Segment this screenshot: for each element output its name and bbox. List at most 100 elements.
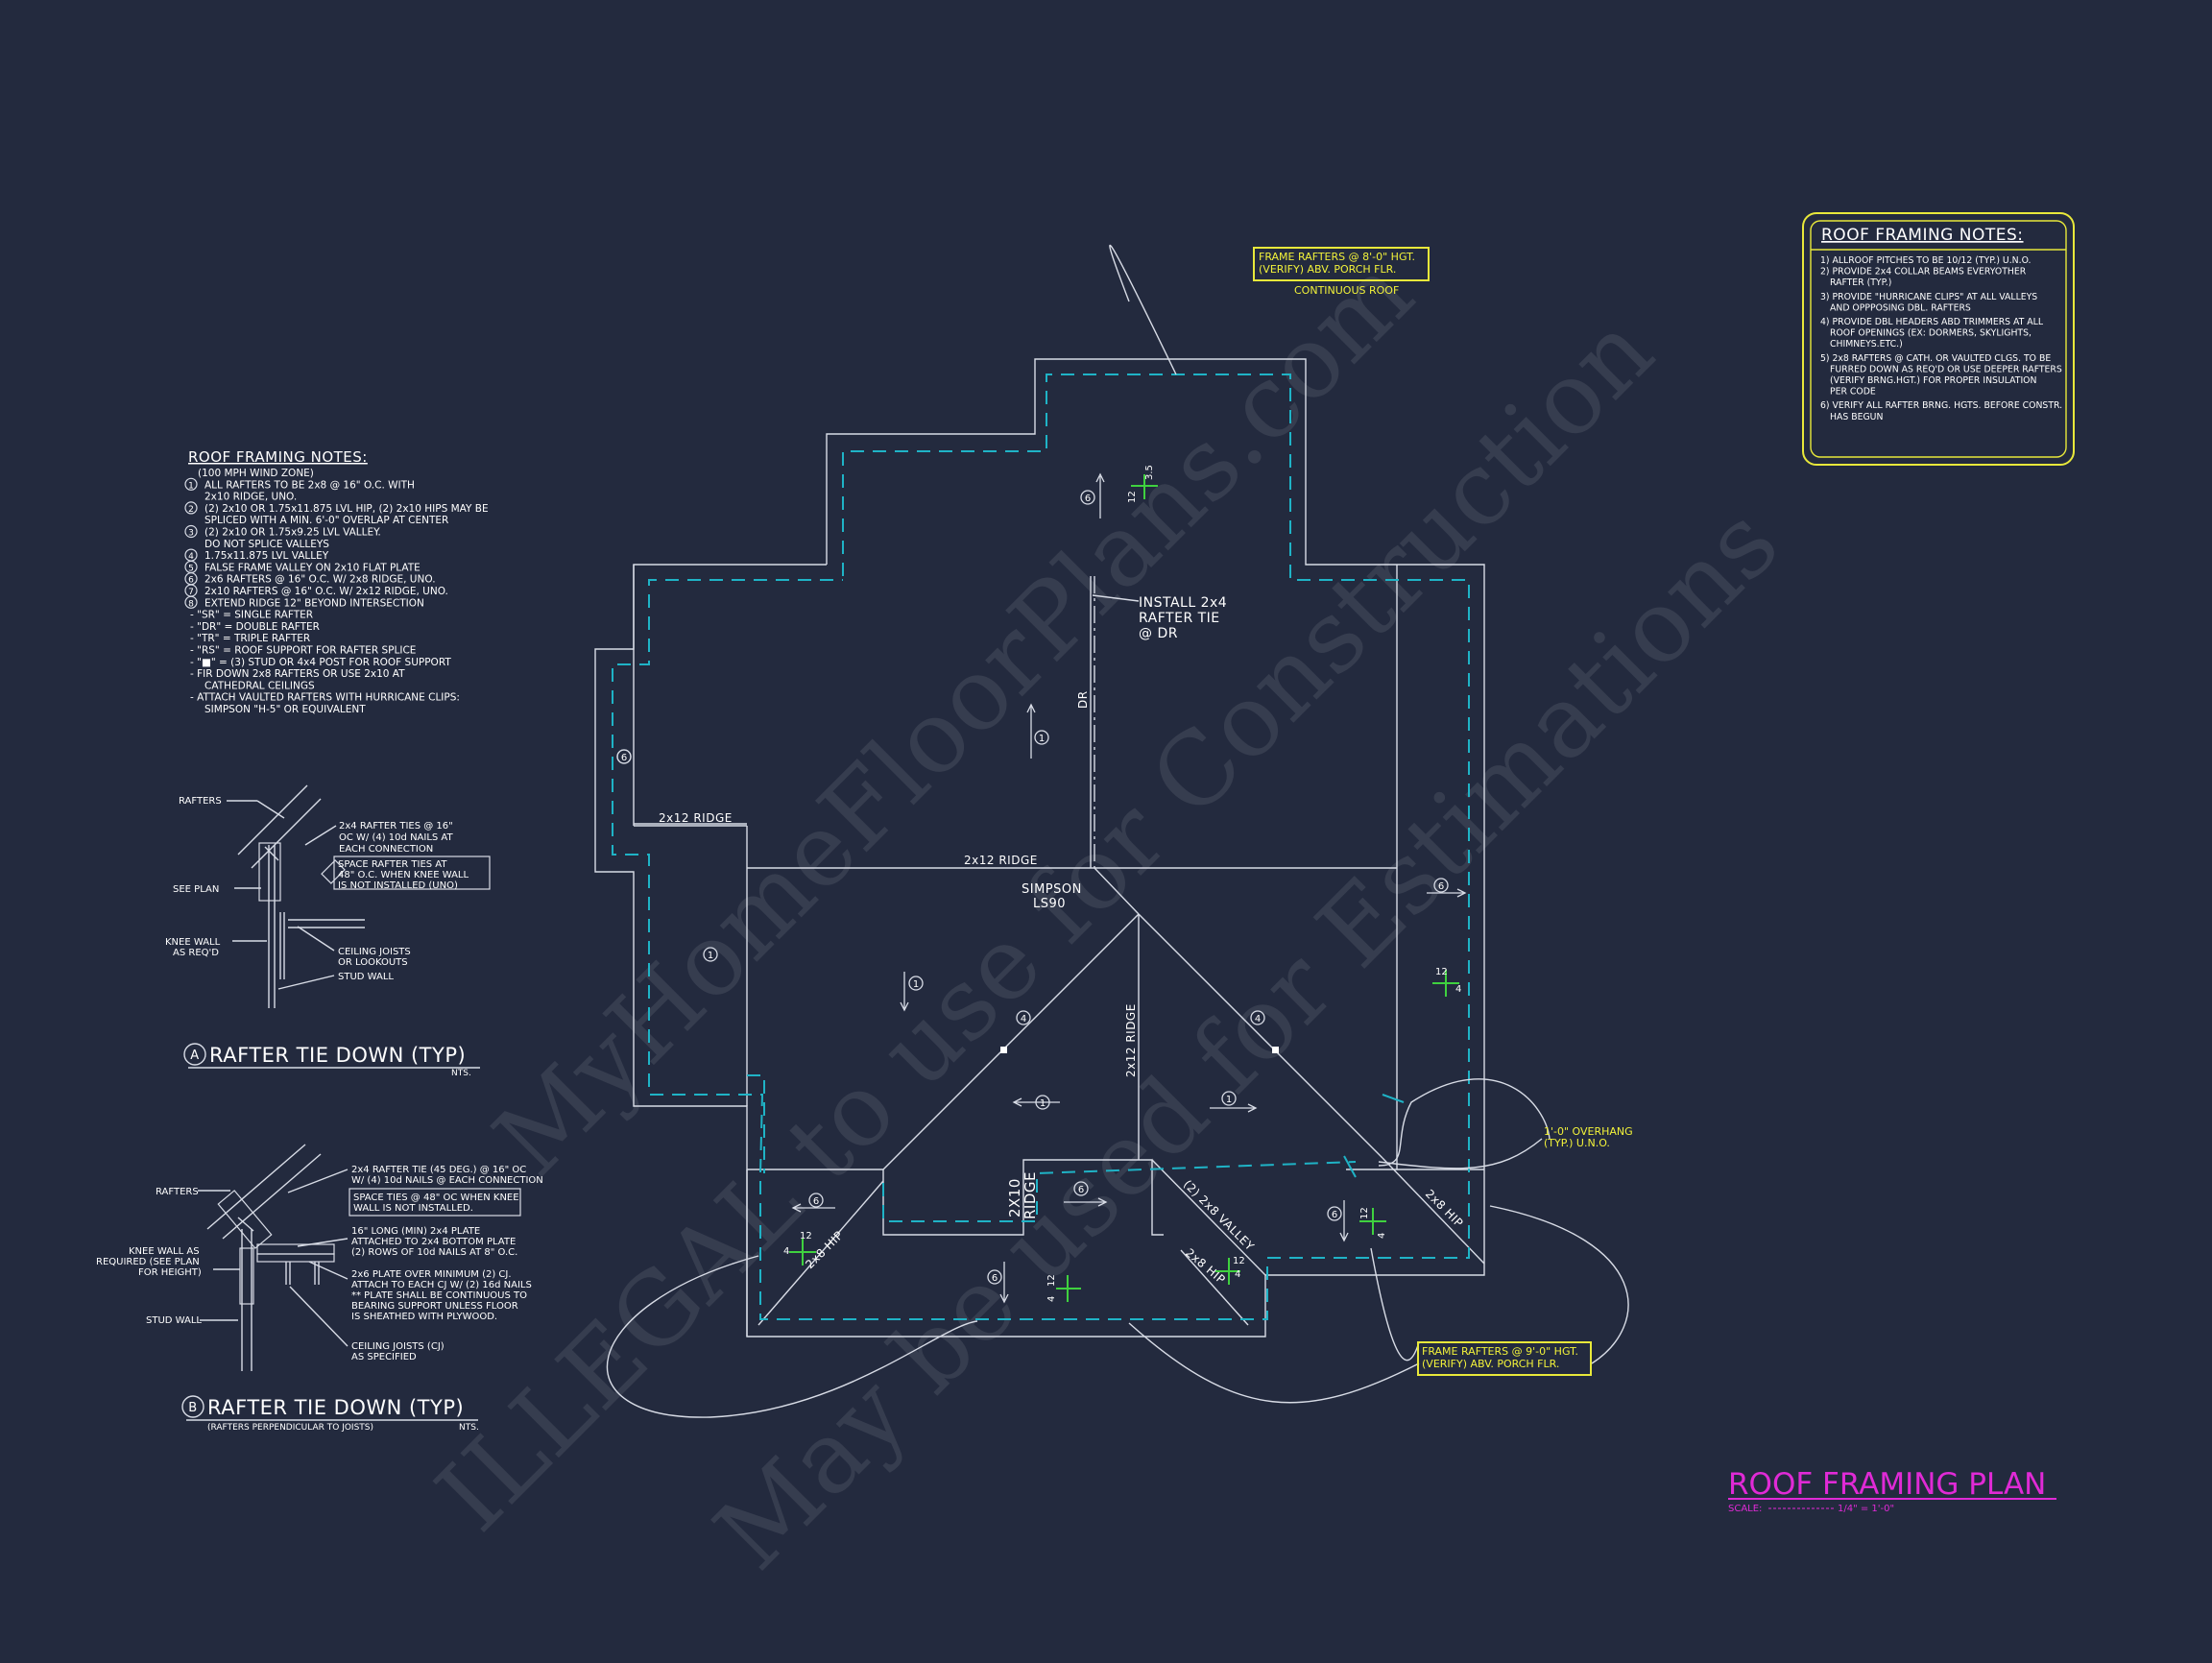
detail-a-knee-1: KNEE WALL [165,937,221,948]
detail-b-space-1: SPACE TIES @ 48" OC WHEN KNEE [353,1193,519,1203]
svg-text:1: 1 [1039,734,1045,744]
svg-text:4: 4 [1046,1296,1057,1302]
continuous-roof: CONTINUOUS ROOF [1294,284,1399,297]
callout-top-2: (VERIFY) ABV. PORCH FLR. [1259,263,1396,276]
left-note-line: CATHEDRAL CEILINGS [204,680,315,691]
callout-top-box [1253,247,1430,281]
svg-text:6: 6 [1085,494,1091,504]
left-note-line: FALSE FRAME VALLEY ON 2x10 FLAT PLATE [204,562,421,573]
left-note-line: 2x10 RIDGE, UNO. [204,492,297,503]
right-note-line: AND OPPPOSING DBL. RAFTERS [1830,302,1971,313]
pitch-symbols: 12 3.5 12 4 12 4 12 4 12 4 12 4 [783,465,1461,1302]
install-tie-1: INSTALL 2x4 [1139,595,1227,611]
svg-text:3.5: 3.5 [1144,465,1155,480]
svg-text:1: 1 [1226,1095,1232,1105]
note-marker-number: 6 [188,576,194,586]
detail-a-scale: NTS. [451,1069,471,1078]
simpson-2: LS90 [1033,897,1066,911]
callout-bottom-box [1417,1341,1592,1376]
marker-labels: 1 1 1 1 1 4 4 6 6 6 6 6 6 6 [621,494,1444,1284]
left-note-line: (100 MPH WIND ZONE) [198,468,314,479]
note-marker-number: 1 [188,481,194,491]
note-marker-number: 7 [188,588,194,597]
detail-b-flat-2: ATTACH TO EACH CJ W/ (2) 16d NAILS [351,1280,532,1290]
svg-text:4: 4 [1255,1014,1261,1024]
detail-a-space-2: 48" O.C. WHEN KNEE WALL [338,870,469,880]
svg-text:4: 4 [1455,984,1461,995]
left-note-line: 2x10 RAFTERS @ 16" O.C. W/ 2x12 RIDGE, U… [204,586,448,597]
detail-a: RAFTERS 2x4 RAFTER TIES @ 16" OC W/ (4) … [165,784,491,1078]
detail-b-plate-2: ATTACHED TO 2x4 BOTTOM PLATE [351,1237,516,1247]
left-note-line: SPLICED WITH A MIN. 6'-0" OVERLAP AT CEN… [204,515,448,526]
left-notes-title: ROOF FRAMING NOTES: [188,448,368,466]
overhang-1: 1'-0" OVERHANG [1544,1125,1633,1138]
note-marker-number: 8 [188,599,194,609]
right-notes-list: 1) ALLROOF PITCHES TO BE 10/12 (TYP.) U.… [1820,255,2062,422]
left-note-line: - ATTACH VAULTED RAFTERS WITH HURRICANE … [190,692,460,704]
hip-bottom-label: 2x8 HIP [1183,1246,1228,1288]
leader-overhang [1378,1078,1551,1167]
right-note-line: 2) PROVIDE 2x4 COLLAR BEAMS EVERYOTHER [1820,267,2027,277]
svg-text:12: 12 [1127,491,1138,503]
svg-text:12: 12 [1435,967,1448,977]
left-note-line: (2) 2x10 OR 1.75x11.875 LVL HIP, (2) 2x1… [204,503,489,515]
detail-b-joists-2: AS SPECIFIED [351,1352,417,1362]
overhang-2: (TYP.) U.N.O. [1544,1137,1610,1149]
svg-text:4: 4 [1021,1014,1026,1024]
right-note-line: 5) 2x8 RAFTERS @ CATH. OR VAULTED CLGS. … [1820,353,2051,364]
detail-a-ties-3: EACH CONNECTION [339,844,433,855]
note-marker-number: 4 [188,552,194,562]
left-note-line: - FIR DOWN 2x8 RAFTERS OR USE 2x10 AT [190,668,405,680]
svg-text:12: 12 [1359,1207,1370,1219]
note-marker-number: 5 [188,564,194,573]
right-note-line: 3) PROVIDE "HURRICANE CLIPS" AT ALL VALL… [1820,292,2037,302]
svg-text:1: 1 [1040,1098,1046,1109]
post-marker [1000,1047,1007,1053]
ridge-small-1: 2X10 [1006,1178,1023,1217]
post-marker [1272,1047,1279,1053]
right-note-line: CHIMNEYS.ETC.) [1830,339,1903,349]
svg-text:12: 12 [1046,1274,1057,1287]
detail-b-stud: STUD WALL [146,1315,202,1326]
note-marker [184,595,198,609]
left-note-line: 1.75x11.875 LVL VALLEY [204,550,329,562]
svg-text:12: 12 [1233,1256,1245,1266]
notes-frame-inner [1810,220,2067,458]
detail-a-rafters-label: RAFTERS [179,796,222,807]
left-note-line: - "■" = (3) STUD OR 4x4 POST FOR ROOF SU… [190,657,451,668]
detail-a-stud: STUD WALL [338,972,394,982]
left-note-line: - "DR" = DOUBLE RAFTER [190,621,320,633]
callout-bottom-2: (VERIFY) ABV. PORCH FLR. [1422,1358,1559,1370]
ridge-mid-label: 2x12 RIDGE [964,854,1038,867]
markers [616,472,1467,1304]
left-note-line: ALL RAFTERS TO BE 2x8 @ 16" O.C. WITH [204,479,415,491]
svg-text:6: 6 [1438,881,1444,892]
left-notes-list: (100 MPH WIND ZONE)ALL RAFTERS TO BE 2x8… [184,468,489,715]
ridge-vert-label: 2x12 RIDGE [1124,1003,1138,1077]
right-note-line: 1) ALLROOF PITCHES TO BE 10/12 (TYP.) U.… [1820,255,2031,266]
detail-b-tie-2: W/ (4) 10d NAILS @ EACH CONNECTION [351,1175,543,1186]
detail-a-knee-2: AS REQ'D [173,948,219,958]
svg-text:6: 6 [1332,1210,1337,1220]
hip-right-label: 2x8 HIP [1423,1187,1466,1230]
detail-b-space-2: WALL IS NOT INSTALLED. [353,1203,473,1214]
detail-a-title: RAFTER TIE DOWN (TYP) [209,1044,466,1067]
left-note-line: 2x6 RAFTERS @ 16" O.C. W/ 2x8 RIDGE, UNO… [204,574,436,586]
svg-text:12: 12 [800,1231,812,1241]
detail-b-plate-3: (2) ROWS OF 10d NAILS AT 8" O.C. [351,1247,517,1258]
svg-text:A: A [190,1048,199,1063]
callout-bottom-1: FRAME RAFTERS @ 9'-0" HGT. [1422,1345,1578,1358]
detail-b-flat-1: 2x6 PLATE OVER MINIMUM (2) CJ. [351,1269,512,1280]
svg-text:1: 1 [708,951,713,961]
leader-bottom [1370,1247,1420,1362]
detail-b-knee-3: FOR HEIGHT) [138,1267,202,1278]
note-marker-number: 2 [188,505,194,515]
note-marker [184,477,198,491]
ridge-left-label: 2x12 RIDGE [659,811,733,825]
valley-label: (2) 2x8 VALLEY [1181,1177,1257,1253]
left-note-line: SIMPSON "H-5" OR EQUIVALENT [204,704,366,715]
svg-text:6: 6 [992,1273,998,1284]
right-note-line: 4) PROVIDE DBL HEADERS ABD TRIMMERS AT A… [1820,317,2044,327]
detail-b-flat-4: BEARING SUPPORT UNLESS FLOOR [351,1301,518,1312]
